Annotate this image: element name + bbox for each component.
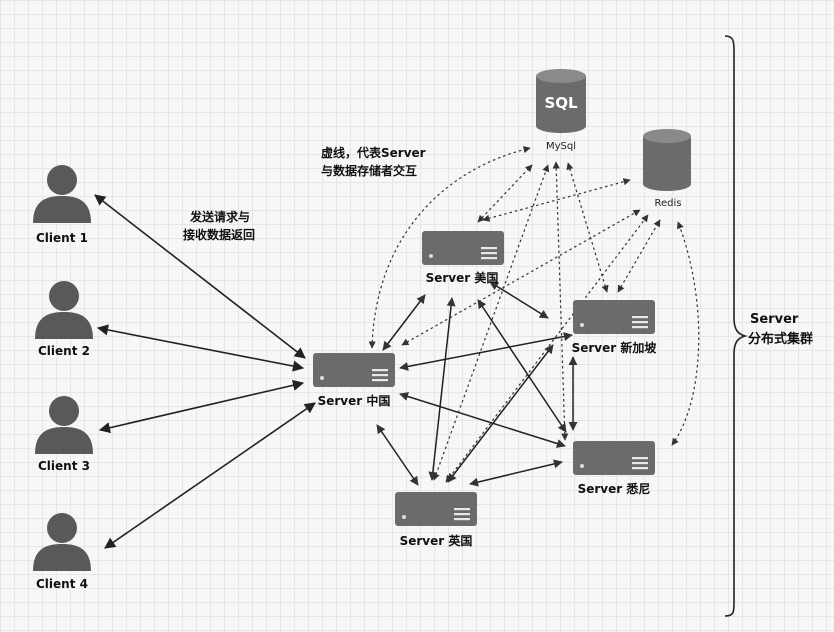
dash-singapore-redis	[617, 219, 661, 293]
client-label: Client 1	[36, 231, 88, 245]
cluster-subtitle: 分布式集群	[748, 331, 813, 347]
server-label: Server 悉尼	[578, 481, 651, 496]
server-australia: Server 悉尼	[573, 441, 655, 496]
database-icon: SQL	[536, 69, 586, 133]
storage-connections	[368, 146, 700, 483]
connection-client2	[96, 324, 305, 372]
server-connections	[376, 281, 578, 487]
link-china-usa	[382, 294, 426, 351]
client-3: Client 3	[35, 396, 93, 473]
server-icon	[573, 441, 655, 475]
client-label: Client 2	[38, 344, 90, 358]
user-icon	[33, 165, 91, 223]
client-4: Client 4	[33, 513, 91, 591]
server-singapore: Server 新加坡	[572, 300, 658, 355]
redis-label: Redis	[655, 198, 682, 209]
client-label: Client 4	[36, 577, 88, 591]
request-note-line2: 接收数据返回	[183, 227, 255, 242]
client-1: Client 1	[33, 165, 91, 245]
user-icon	[35, 281, 93, 339]
request-note-line1: 发送请求与	[189, 209, 250, 224]
dash-singapore-mysql	[566, 162, 609, 293]
link-usa-australia	[477, 299, 567, 433]
request-note: 发送请求与 接收数据返回	[183, 209, 255, 242]
dash-uk-mysql	[432, 164, 550, 481]
dash-australia-mysql	[552, 161, 569, 441]
link-usa-singapore	[489, 281, 549, 319]
database-icon	[643, 129, 691, 191]
client-label: Client 3	[38, 459, 90, 473]
link-australia-uk	[469, 459, 563, 487]
mysql-database: SQL MySql	[536, 69, 586, 152]
server-label: Server 英国	[400, 533, 473, 548]
link-china-uk	[376, 424, 419, 486]
redis-database: Redis	[643, 129, 691, 209]
server-label: Server 中国	[318, 393, 391, 408]
sql-icon-text: SQL	[544, 94, 578, 112]
client-connections	[94, 194, 316, 549]
mysql-label: MySql	[546, 141, 576, 152]
server-icon	[313, 353, 395, 387]
server-icon	[395, 492, 477, 526]
server-icon	[573, 300, 655, 334]
connection-client3	[98, 379, 305, 434]
user-icon	[35, 396, 93, 454]
server-label: Server 新加坡	[572, 340, 658, 355]
dashed-note: 虚线，代表Server 与数据存储者交互	[321, 145, 426, 178]
dash-uk-redis	[445, 214, 649, 483]
server-china: Server 中国	[313, 353, 395, 408]
brace-icon	[724, 35, 748, 617]
server-icon	[422, 231, 504, 265]
server-label: Server 美国	[426, 270, 499, 285]
link-china-singapore	[399, 332, 573, 371]
connection-client4	[104, 402, 316, 549]
link-usa-uk	[428, 297, 456, 481]
dashed-note-line2: 与数据存储者交互	[321, 163, 417, 178]
dashed-note-line1: 虚线，代表Server	[321, 145, 426, 160]
cluster-title: Server	[750, 312, 799, 327]
server-uk: Server 英国	[395, 492, 477, 548]
dash-china-mysql	[368, 146, 531, 349]
server-usa: Server 美国	[422, 231, 504, 285]
dash-australia-redis	[671, 221, 700, 446]
cluster-brace: Server 分布式集群	[724, 35, 813, 617]
client-2: Client 2	[35, 281, 93, 358]
user-icon	[33, 513, 91, 571]
